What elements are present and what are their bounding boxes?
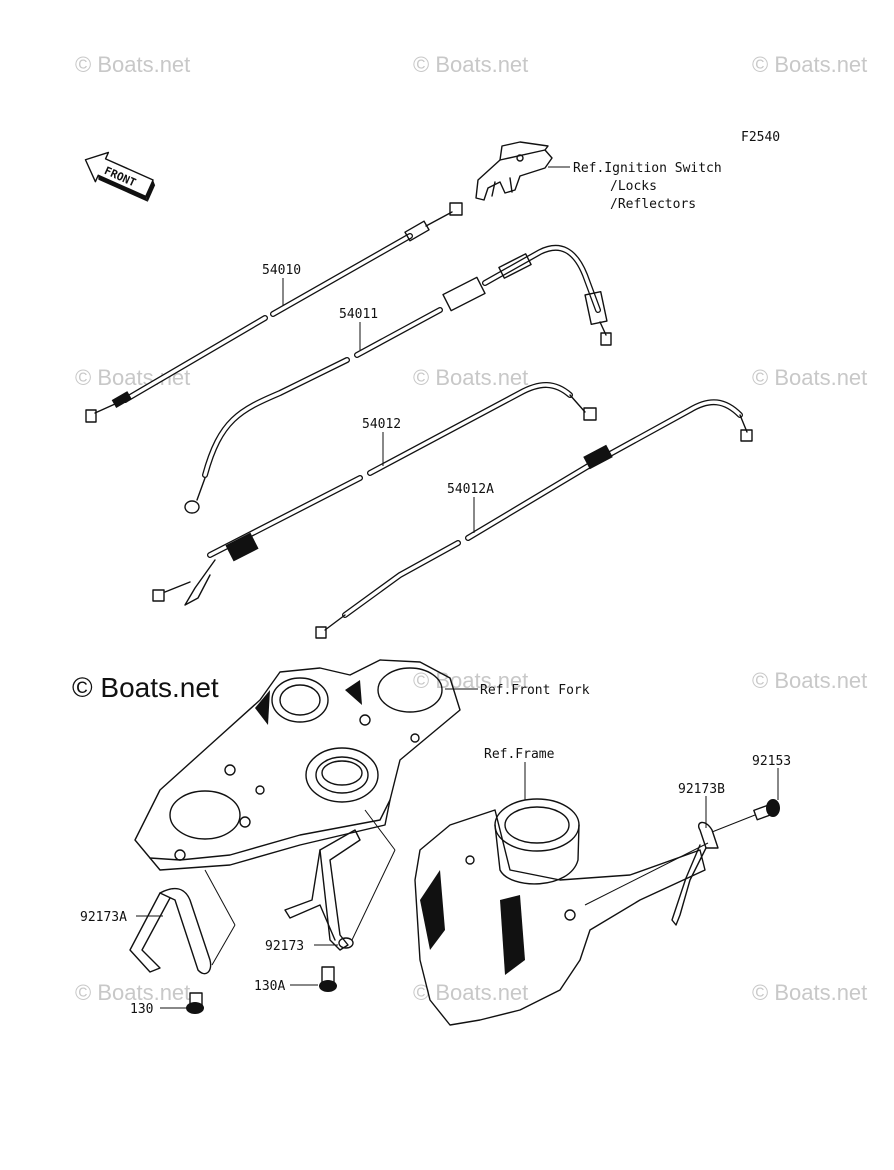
clamp-92173	[284, 829, 361, 951]
callout-ref-front-fork: Ref.Front Fork	[480, 683, 590, 698]
watermark: © Boats.net	[752, 365, 867, 390]
steering-stem-assembly	[134, 659, 461, 871]
callout-ref-ignition: Ref.Ignition Switch	[573, 161, 722, 176]
ignition-bracket	[475, 141, 553, 201]
bolt-130	[186, 992, 204, 1014]
callout-54011: 54011	[339, 307, 378, 322]
callout-ref-reflectors: /Reflectors	[610, 197, 696, 212]
callout-54012A: 54012A	[447, 482, 494, 497]
figure-code: F2540	[741, 130, 780, 145]
callout-ref-locks: /Locks	[610, 179, 657, 194]
bolt-92153	[753, 799, 780, 821]
watermark: © Boats.net	[752, 980, 867, 1005]
callout-54012: 54012	[362, 417, 401, 432]
watermark: © Boats.net	[752, 668, 867, 693]
watermark: © Boats.net	[75, 365, 190, 390]
callout-54010: 54010	[262, 263, 301, 278]
callout-130A: 130A	[254, 979, 285, 994]
clamp-92173B	[584, 821, 719, 926]
watermark: © Boats.net	[413, 365, 528, 390]
watermark: © Boats.net	[75, 980, 190, 1005]
cable-54012A	[315, 399, 753, 639]
callout-92173B: 92173B	[678, 782, 725, 797]
watermark: © Boats.net	[75, 52, 190, 77]
cable-54010	[85, 202, 463, 423]
frame-head	[414, 798, 706, 1026]
callout-130: 130	[130, 1002, 153, 1017]
cable-54011	[184, 244, 612, 514]
watermark-large: © Boats.net	[72, 672, 219, 703]
callout-ref-frame: Ref.Frame	[484, 747, 555, 762]
watermark: © Boats.net	[413, 980, 528, 1005]
clamp-92173A	[129, 887, 212, 975]
watermark: © Boats.net	[752, 52, 867, 77]
front-arrow-icon: FRONT	[84, 151, 156, 202]
callout-92153: 92153	[752, 754, 791, 769]
callout-92173A: 92173A	[80, 910, 127, 925]
watermarks: © Boats.net © Boats.net © Boats.net © Bo…	[72, 52, 867, 1005]
bolt-130A	[319, 966, 337, 992]
watermark: © Boats.net	[413, 52, 528, 77]
callout-92173: 92173	[265, 939, 304, 954]
cable-54012	[152, 382, 597, 606]
